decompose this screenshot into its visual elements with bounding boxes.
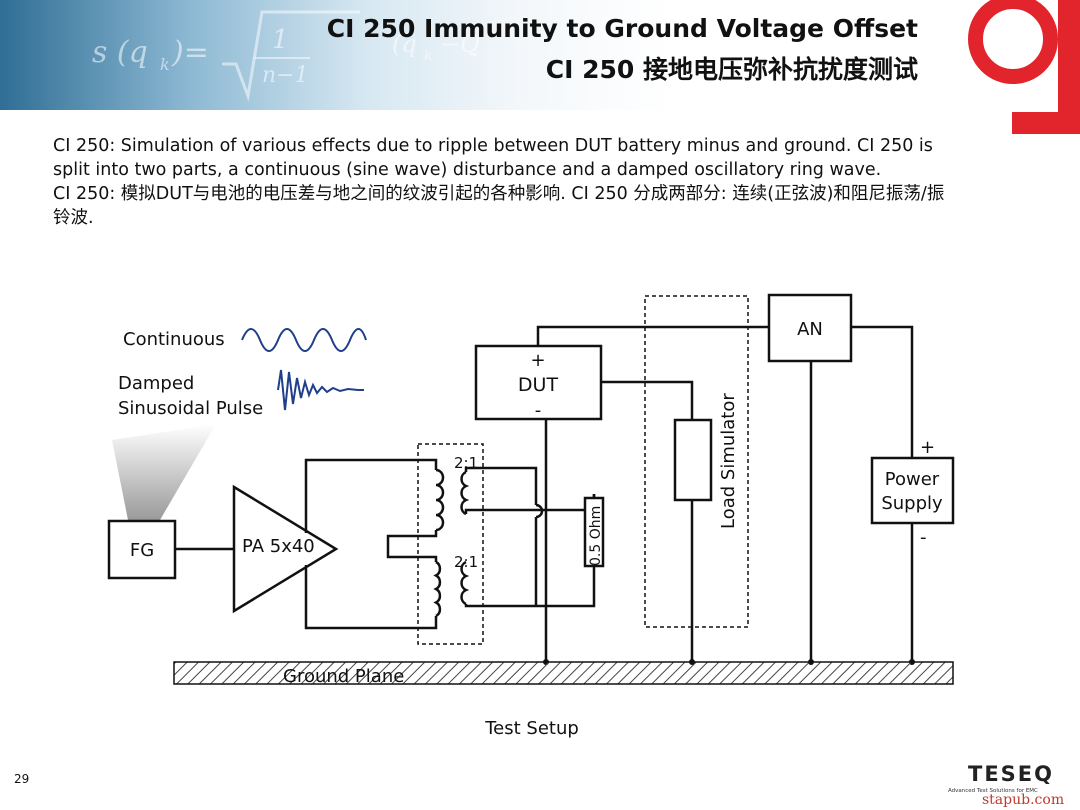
function-generator-label: FG (130, 540, 154, 561)
svg-text:(q: (q (392, 30, 417, 58)
svg-text:1: 1 (272, 25, 289, 55)
dut-label: DUT (518, 374, 559, 396)
power-supply-label: Power (885, 469, 940, 490)
artificial-network-label: AN (797, 319, 823, 340)
description-chinese: CI 250: 模拟DUT与电池的电压差与地之间的纹波引起的各种影响. CI 2… (53, 184, 945, 228)
page-title-english: CI 250 Immunity to Ground Voltage Offset (326, 14, 918, 43)
artificial-network-box (767, 293, 853, 363)
teseq-tagline: Advanced Test Solutions for EMC (948, 788, 1038, 794)
power-supply-plus: + (920, 437, 935, 458)
load-simulator-label: Load Simulator (718, 393, 739, 529)
legend-continuous-label: Continuous (123, 329, 225, 350)
power-supply-box (870, 456, 955, 525)
damped-pulse-icon (277, 369, 364, 411)
transformer-primary-bottom (433, 560, 442, 618)
load-simulator-enclosure (644, 295, 749, 628)
shunt-resistor-label: 0.5 Ohm (588, 506, 604, 566)
header-banner: s (q k )= 1 n−1 (q k −Q (0, 0, 1080, 110)
sine-wave-icon (241, 328, 367, 352)
svg-text:n−1: n−1 (262, 63, 309, 88)
signal-projection-beam (112, 424, 216, 520)
power-supply-label-2: Supply (881, 493, 943, 514)
teseq-logo: TESEQ (968, 762, 1054, 786)
diagram-caption: Test Setup (484, 718, 579, 739)
function-generator-box (107, 519, 177, 580)
brand-red-bar (1012, 112, 1080, 134)
power-supply-minus: - (920, 527, 927, 548)
load-resistor (673, 418, 713, 502)
transformer-primary-top (435, 468, 445, 532)
svg-text:k: k (424, 48, 432, 64)
svg-text:k: k (160, 55, 170, 74)
transformer-secondary-top (460, 470, 470, 516)
transformer-ratio-bottom: 2:1 (454, 553, 478, 571)
brand-red-stripe (1058, 0, 1080, 112)
svg-text:−Q: −Q (440, 30, 480, 58)
page-number: 29 (14, 772, 30, 786)
transformer-enclosure (417, 443, 484, 645)
watermark-text: stapub.com (982, 792, 1065, 808)
svg-text:)=: )= (171, 35, 209, 70)
svg-text:s (q: s (q (92, 35, 148, 70)
shunt-resistor (583, 496, 605, 568)
power-amplifier-triangle (232, 484, 339, 614)
dut-box (474, 344, 603, 421)
dut-plus: + (530, 350, 545, 371)
ground-plane-label: Ground Plane (283, 666, 404, 687)
ground-plane (173, 661, 954, 685)
dut-minus: - (535, 400, 542, 421)
banner-formula-graphic: s (q k )= 1 n−1 (q k −Q (92, 10, 480, 102)
power-amplifier-label: PA 5x40 (242, 536, 315, 557)
transformer-secondary-bottom (460, 560, 470, 606)
page-title-chinese: CI 250 接地电压弥补抗扰度测试 (545, 55, 918, 84)
legend-damped-label-2: Sinusoidal Pulse (118, 398, 263, 419)
description-block: CI 250: Simulation of various effects du… (53, 134, 953, 230)
legend-damped-label: Damped (118, 373, 194, 394)
description-english: CI 250: Simulation of various effects du… (53, 136, 933, 180)
